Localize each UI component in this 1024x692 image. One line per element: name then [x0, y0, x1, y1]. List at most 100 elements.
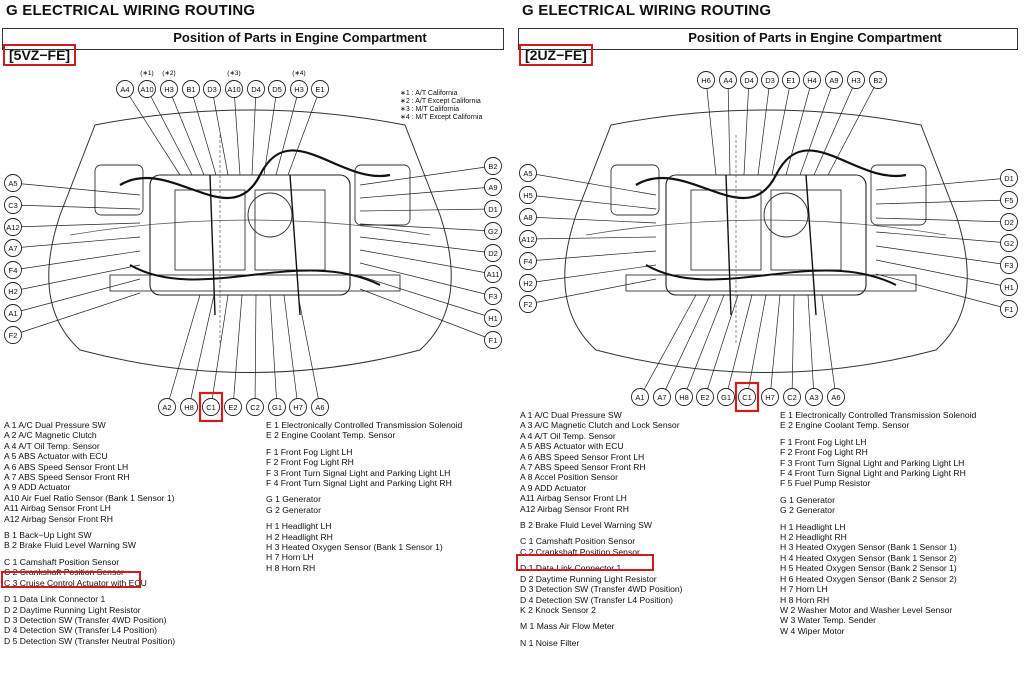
callout-circle	[268, 80, 286, 98]
legend-item: C 3 Cruise Control Actuator with ECU	[4, 577, 147, 588]
callout-label: A9	[488, 183, 497, 192]
legend-item: H 8 Horn RH	[266, 562, 316, 573]
highlight-box	[734, 381, 760, 413]
legend-item: B 1 Back−Up Light SW	[4, 530, 92, 541]
leader-line	[359, 262, 494, 297]
leader-line	[12, 278, 141, 314]
legend-item: A 4 A/T Oil Temp. Sensor	[520, 430, 616, 441]
callout-label: H8	[679, 393, 689, 402]
legend-item: D 4 Detection SW (Transfer L4 Position)	[520, 594, 673, 605]
legend-item: F 1 Front Fog Light LH	[780, 436, 867, 447]
callout-label: C2	[787, 393, 797, 402]
legend-item: A 2 A/C Magnetic Clutch	[4, 430, 97, 441]
leader-line	[283, 294, 299, 408]
legend-item: D 1 Data Link Connector 1	[4, 594, 106, 605]
callout-circle	[484, 178, 502, 196]
callout-circle	[761, 71, 779, 89]
legend-item: F 2 Front Fog Light RH	[780, 447, 868, 458]
highlight-c1-legend	[1, 571, 141, 588]
callout-label: F5	[1005, 196, 1014, 205]
legend-item: A10 Air Fuel Ratio Sensor (Bank 1 Sensor…	[4, 492, 175, 503]
leader-line	[12, 250, 141, 271]
callout-circle	[247, 80, 265, 98]
leader-line	[275, 88, 300, 176]
leader-line	[211, 88, 229, 176]
subtitle: Position of Parts in Engine Compartment	[173, 30, 427, 45]
radiator-support	[109, 274, 401, 292]
legend-item: A 7 ABS Speed Sensor Front RH	[520, 462, 646, 473]
legend-column-2: E 1 Electronically Controlled Transmissi…	[266, 420, 462, 573]
callout-label: C1	[206, 403, 216, 412]
callout-label: G2	[488, 227, 498, 236]
legend-item: A 6 ABS Speed Sensor Front LH	[520, 451, 645, 462]
callout-label: A10	[227, 85, 240, 94]
callout-circle	[224, 398, 242, 416]
leader-line	[527, 236, 657, 240]
callout-circle	[268, 398, 286, 416]
legend-item: A 4 A/T Oil Temp. Sensor	[4, 440, 100, 451]
callout-label: H8	[184, 403, 194, 412]
callout-label: F3	[1005, 261, 1014, 270]
callout-circle	[484, 222, 502, 240]
callout-label: D3	[765, 76, 775, 85]
callout-label: A3	[809, 393, 818, 402]
leader-line	[12, 204, 141, 210]
callout-label: H4	[807, 76, 817, 85]
leader-line	[771, 79, 792, 176]
leader-line	[359, 236, 494, 254]
callout-label: D5	[272, 85, 282, 94]
legend-item: D 5 Detection SW (Transfer Neutral Posit…	[4, 635, 176, 646]
callout-circle	[519, 208, 537, 226]
legend-item: F 3 Front Turn Signal Light and Parking …	[266, 467, 451, 478]
left-panel: G ELECTRICAL WIRING ROUTING Position of …	[0, 0, 506, 692]
leader-line	[727, 79, 731, 176]
wire-harness	[645, 264, 897, 286]
leader-line	[188, 294, 215, 408]
leader-line	[12, 264, 141, 292]
legend-item: H 4 Heated Oxygen Sensor (Bank 1 Sensor …	[780, 552, 957, 563]
leader-line	[168, 88, 205, 176]
leader-line	[232, 294, 243, 408]
leader-line	[263, 88, 278, 176]
legend-item: E 2 Engine Coolant Temp. Sensor	[266, 430, 396, 441]
callout-circle	[4, 261, 22, 279]
leader-line	[269, 294, 278, 408]
callout-circle	[675, 388, 693, 406]
subtitle-box	[2, 28, 504, 50]
note: ∗1 : A/T California	[400, 90, 458, 97]
leader-line	[785, 79, 813, 176]
callout-circle	[290, 80, 308, 98]
legend-item: H 3 Heated Oxygen Sensor (Bank 1 Sensor …	[780, 542, 957, 553]
legend-item: D 1 Data Link Connector 1	[520, 563, 622, 574]
leader-line	[813, 79, 857, 176]
callout-label: A7	[8, 244, 17, 253]
legend-item: G 1 Generator	[266, 494, 321, 505]
callout-circle	[697, 71, 715, 89]
legend-item: A 1 A/C Dual Pressure SW	[520, 410, 622, 420]
callout-label: C2	[250, 403, 260, 412]
intake	[254, 189, 326, 271]
callout-circle	[1000, 169, 1018, 187]
callout-circle	[719, 71, 737, 89]
legend-item: H 6 Heated Oxygen Sensor (Bank 2 Sensor …	[780, 573, 957, 584]
callout-circle	[805, 388, 823, 406]
callout-circle	[653, 388, 671, 406]
callout-circle	[289, 398, 307, 416]
top-mark: (∗3)	[227, 70, 240, 77]
callout-label: H3	[294, 85, 304, 94]
callout-label: E1	[786, 76, 795, 85]
callout-circle	[738, 388, 756, 406]
callout-label: A4	[120, 85, 129, 94]
callout-label: H3	[164, 85, 174, 94]
callout-circle	[116, 80, 134, 98]
legend-item: D 2 Daytime Running Light Resistor	[520, 573, 657, 584]
legend-item: A 6 ABS Speed Sensor Front LH	[4, 461, 129, 472]
body-outline	[48, 109, 452, 373]
leader-line	[875, 273, 1010, 310]
leader-line	[639, 294, 697, 398]
callout-label: G1	[272, 403, 282, 412]
callout-circle	[203, 80, 221, 98]
leader-line	[827, 79, 879, 176]
legend-item: H 7 Horn LH	[780, 584, 828, 595]
legend-item: A11 Airbag Sensor Front LH	[4, 503, 111, 514]
